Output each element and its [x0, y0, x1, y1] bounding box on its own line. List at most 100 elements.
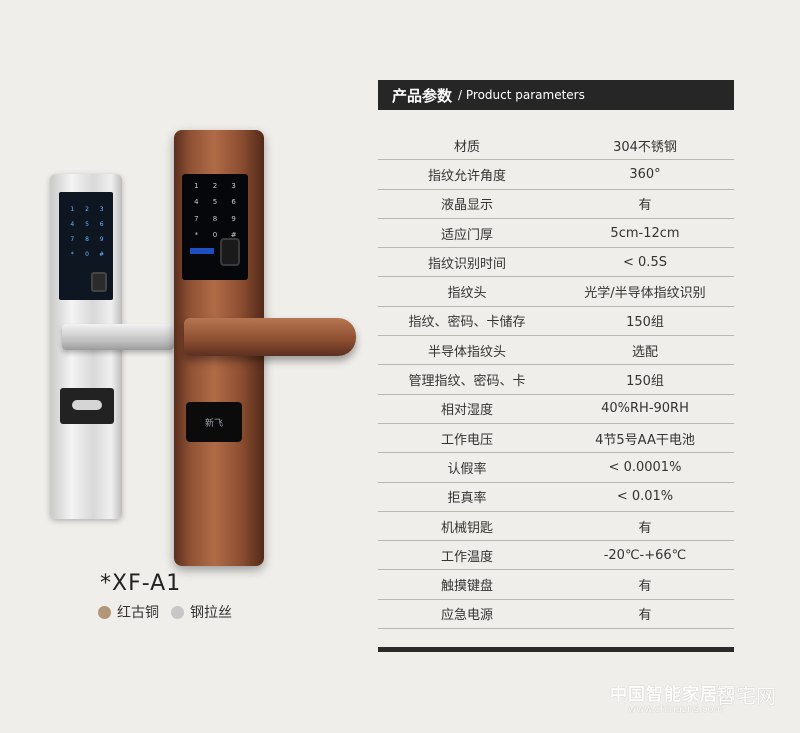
- fingerprint-sensor-icon: [220, 238, 240, 266]
- keypad-key: 4: [194, 198, 199, 207]
- table-row: 指纹允许角度 360°: [378, 160, 734, 190]
- param-value: 有: [638, 198, 652, 214]
- param-value: 光学/半导体指纹识别: [584, 286, 706, 302]
- brand-badge: 新飞: [186, 402, 242, 442]
- param-label: 认假率: [447, 461, 487, 477]
- keypad-key: 5: [212, 198, 218, 207]
- keypad-key: 1: [194, 182, 199, 190]
- param-value: -20℃-+66℃: [603, 547, 687, 563]
- keypad-key: 4: [70, 221, 75, 228]
- watermark-url: www.chinazns.com: [628, 704, 724, 715]
- color-swatch-steel: [171, 605, 184, 619]
- param-value: 有: [638, 608, 652, 624]
- copper-keypad: 1 2 3 4 5 6 7 8 9 * 0 #: [190, 182, 240, 242]
- param-label: 机械钥匙: [440, 520, 493, 536]
- table-row: 工作温度 -20℃-+66℃: [378, 541, 734, 571]
- param-value: 304不锈钢: [613, 139, 677, 155]
- model-name: *XF-A1: [100, 571, 182, 596]
- param-label: 指纹识别时间: [427, 256, 506, 272]
- color-swatch-copper: [98, 605, 111, 619]
- param-value: < 0.01%: [616, 489, 674, 505]
- keypad-key: 0: [212, 230, 218, 239]
- table-row: 指纹识别时间 < 0.5S: [378, 248, 734, 278]
- brand-badge-text: 新飞: [204, 418, 223, 429]
- param-value: 360°: [629, 166, 661, 182]
- copper-lock-handle: [184, 318, 356, 356]
- watermark: 中国智能家居网 www.chinazns.com 智宅网: [610, 680, 792, 726]
- keypad-key: 0: [85, 251, 89, 258]
- param-value: < 0.0001%: [608, 459, 682, 475]
- keypad-key: 3: [99, 206, 104, 213]
- table-row: 机械钥匙 有: [378, 512, 734, 542]
- color-label-copper: 红古铜: [117, 605, 159, 621]
- table-row: 材质 304不锈钢: [378, 131, 734, 161]
- keypad-key: #: [99, 251, 105, 258]
- lcd-display-icon: [190, 248, 214, 254]
- param-label: 指纹、密码、卡储存: [408, 315, 526, 331]
- keypad-key: 8: [212, 214, 218, 223]
- param-label: 适应门厚: [440, 227, 493, 243]
- watermark-site: 中国智能家居网: [610, 685, 736, 705]
- keypad-key: 1: [70, 206, 75, 213]
- param-label: 半导体指纹头: [427, 344, 506, 360]
- fingerprint-sensor-icon: [91, 272, 107, 292]
- table-row: 半导体指纹头 选配: [378, 336, 734, 366]
- keypad-key: 6: [99, 221, 104, 228]
- param-value: 有: [638, 520, 652, 536]
- table-row: 应急电源 有: [378, 600, 734, 630]
- product-image: 1 2 3 4 5 6 7 8 9 * 0 # 1 2 3 4 5 6 7 8 9 * 0 # 新飞: [0, 0, 360, 640]
- param-value: 5cm-12cm: [610, 225, 680, 241]
- param-label: 触摸键盘: [440, 579, 493, 595]
- keypad-key: 3: [231, 182, 236, 190]
- keypad-key: #: [230, 230, 237, 239]
- table-row: 指纹、密码、卡储存 150组: [378, 307, 734, 337]
- param-label: 指纹头: [447, 286, 487, 302]
- param-value: < 0.5S: [623, 254, 667, 270]
- param-value: 150组: [626, 315, 664, 331]
- keypad-key: 7: [70, 236, 75, 243]
- table-row: 适应门厚 5cm-12cm: [378, 219, 734, 249]
- key-cylinder-icon: [60, 388, 114, 424]
- table-row: 相对湿度 40%RH-90RH: [378, 395, 734, 424]
- param-label: 管理指纹、密码、卡: [408, 374, 526, 390]
- keypad-key: 6: [231, 198, 236, 207]
- param-value: 选配: [631, 344, 658, 360]
- param-label: 指纹允许角度: [427, 168, 506, 184]
- table-row: 液晶显示 有: [378, 190, 734, 219]
- table-row: 管理指纹、密码、卡 150组: [378, 365, 734, 395]
- table-row: 认假率 < 0.0001%: [378, 453, 734, 483]
- keypad-key: 2: [212, 182, 218, 190]
- param-label: 工作电压: [440, 432, 493, 448]
- keypad-key: *: [70, 251, 74, 258]
- params-title-en: / Product parameters: [458, 88, 585, 102]
- table-row: 拒真率 < 0.01%: [378, 483, 734, 512]
- params-header: 产品参数 / Product parameters: [378, 80, 734, 110]
- params-title-zh: 产品参数: [392, 86, 453, 105]
- keypad-key: *: [194, 230, 199, 239]
- watermark-brand: 智宅网: [716, 684, 776, 708]
- silver-lock-handle: [62, 324, 174, 350]
- param-label: 材质: [453, 139, 480, 155]
- param-label: 相对湿度: [440, 403, 493, 419]
- table-row: 触摸键盘 有: [378, 570, 734, 600]
- keypad-key: 9: [231, 214, 236, 223]
- param-label: 拒真率: [447, 491, 487, 507]
- param-label: 液晶显示: [440, 198, 493, 214]
- copper-lock-panel: 1 2 3 4 5 6 7 8 9 * 0 #: [182, 174, 248, 280]
- keypad-key: 9: [99, 236, 104, 243]
- keypad-key: 2: [85, 206, 89, 213]
- param-value: 40%RH-90RH: [601, 401, 689, 417]
- table-row: 指纹头 光学/半导体指纹识别: [378, 277, 734, 307]
- keypad-key: 7: [194, 214, 199, 223]
- color-label-steel: 钢拉丝: [190, 605, 232, 621]
- param-value: 150组: [626, 374, 664, 390]
- table-bottom-divider: [378, 647, 734, 652]
- param-value: 有: [638, 579, 652, 595]
- param-label: 应急电源: [440, 608, 493, 624]
- param-label: 工作温度: [440, 549, 493, 565]
- keypad-key: 8: [85, 236, 89, 243]
